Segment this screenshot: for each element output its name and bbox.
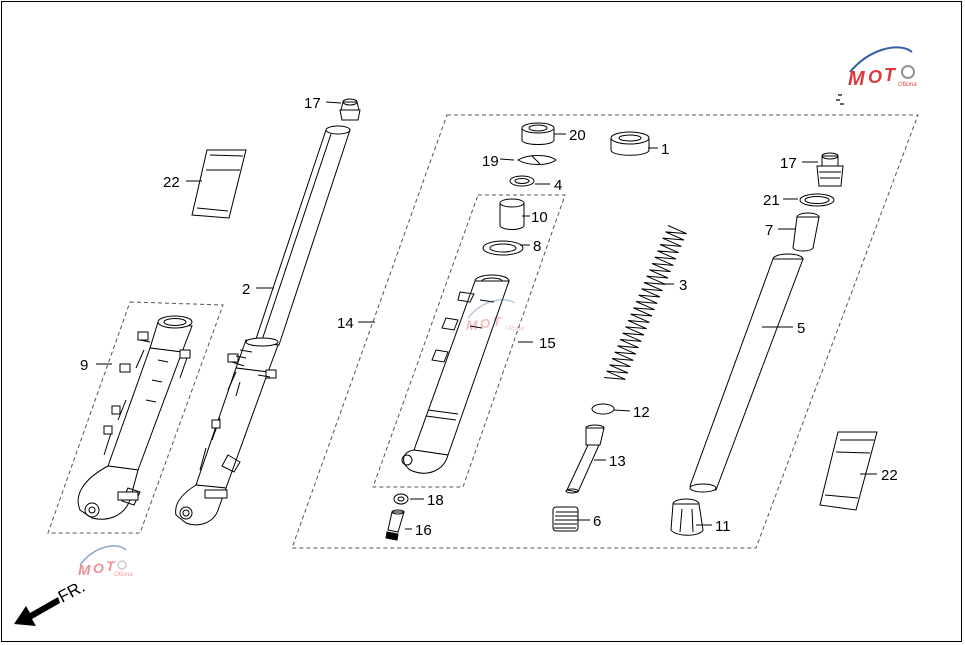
svg-text:Oficina: Oficina [114, 572, 133, 578]
part-21-o-ring [799, 193, 835, 207]
part-9-fork-lower-assembly [77, 315, 193, 520]
svg-text:T: T [884, 65, 897, 85]
callout-7: 7 [765, 222, 773, 239]
svg-text:M: M [466, 317, 478, 333]
watermark-logo-top: M O T Oficina [836, 46, 917, 105]
callout-20: 20 [569, 127, 586, 144]
callout-1: 1 [661, 141, 669, 158]
part-4-washer [509, 175, 535, 187]
callout-22-left: 22 [163, 174, 180, 191]
svg-text:T: T [106, 558, 116, 574]
svg-text:O: O [868, 67, 882, 87]
callout-17-left: 17 [304, 95, 321, 112]
part-7-spacer [792, 212, 820, 252]
callout-9: 9 [80, 357, 88, 374]
callout-18: 18 [427, 492, 444, 509]
part-17-left-cap [339, 98, 361, 121]
callout-6: 6 [593, 513, 601, 530]
callout-3: 3 [679, 277, 687, 294]
part-13-damper-rod [565, 424, 605, 494]
callout-21: 21 [763, 192, 780, 209]
svg-text:M: M [78, 562, 91, 579]
part-15-fork-slider [401, 274, 510, 474]
callout-4: 4 [554, 177, 562, 194]
part-20-dust-seal [521, 122, 555, 145]
front-direction-arrow [14, 597, 60, 626]
callout-15: 15 [539, 335, 556, 352]
callout-14: 14 [337, 315, 354, 332]
callout-2: 2 [242, 281, 250, 298]
part-5-outer-tube [689, 253, 804, 493]
svg-text:O: O [480, 316, 490, 331]
part-16-bolt [385, 509, 405, 541]
part-8-washer [482, 240, 524, 256]
callout-8: 8 [533, 238, 541, 255]
callout-10: 10 [531, 209, 548, 226]
callout-labels: 17 22 2 9 20 1 19 4 10 8 14 15 3 12 13 1… [80, 95, 898, 539]
leader-lines [96, 101, 877, 530]
svg-text:T: T [493, 314, 502, 329]
group-box-15 [372, 194, 566, 488]
part-2-left-fork-lower [175, 337, 279, 526]
direction-label: FR. [55, 577, 88, 607]
callout-5: 5 [797, 320, 805, 337]
part-1-oil-seal [610, 131, 650, 156]
callout-13: 13 [609, 453, 626, 470]
part-10-bushing [499, 198, 525, 230]
svg-text:Oficina: Oficina [505, 326, 524, 332]
callout-17-right: 17 [780, 155, 797, 172]
part-19-circlip [517, 155, 557, 165]
part-12-o-ring [591, 403, 615, 415]
svg-text:M: M [848, 68, 866, 90]
callout-19: 19 [482, 153, 499, 170]
part-3-spring [603, 225, 687, 380]
watermark-logo-bottom: M O T Oficina [78, 545, 133, 579]
part-18-washer [393, 493, 409, 505]
svg-text:O: O [93, 560, 104, 576]
part-6-rebound-spring [552, 506, 579, 532]
part-17-right-cap [816, 152, 844, 187]
svg-text:Oficina: Oficina [898, 82, 917, 88]
part-2-left-fork-tube [254, 125, 351, 346]
group-box-14 [291, 114, 919, 549]
callout-22-right: 22 [881, 467, 898, 484]
part-22-right-sleeve [819, 431, 878, 511]
callout-16: 16 [415, 522, 432, 539]
part-22-left-sleeve [191, 149, 247, 219]
callout-12: 12 [633, 404, 650, 421]
watermark-logo-center: M O T Oficina [466, 299, 524, 333]
part-11-damper-cap [670, 498, 704, 536]
callout-11: 11 [715, 518, 731, 535]
